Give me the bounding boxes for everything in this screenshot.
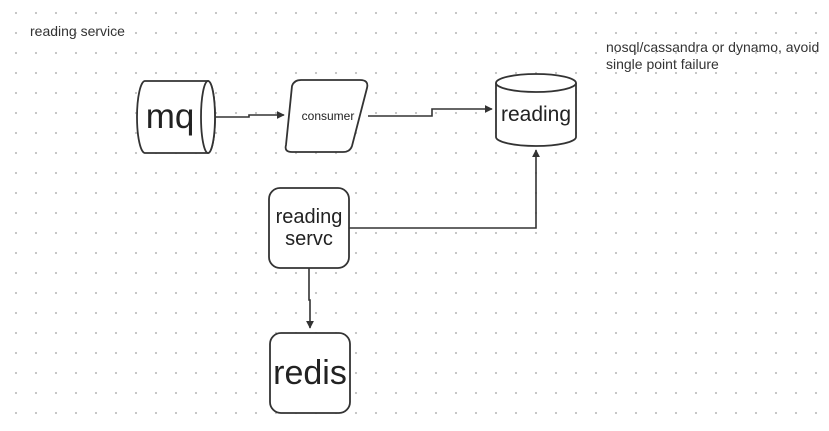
annotation-note[interactable]: nosql/cassandra or dynamo, avoid single … <box>606 39 820 72</box>
node-consumer[interactable] <box>284 79 369 153</box>
edge-reading-servc-to-reading[interactable] <box>349 149 540 229</box>
node-reading-db[interactable] <box>495 73 577 147</box>
reading-db-label: reading <box>500 103 572 127</box>
reading-servc-label: reading servc <box>275 205 343 250</box>
consumer-label: consumer <box>301 109 355 124</box>
edge-consumer-to-reading[interactable] <box>368 105 493 117</box>
edge-reading-servc-to-redis[interactable] <box>306 268 314 329</box>
diagram-title[interactable]: reading service <box>30 23 125 39</box>
node-reading-servc[interactable] <box>268 187 350 269</box>
node-redis[interactable] <box>269 332 351 414</box>
edge-mq-to-consumer[interactable] <box>215 111 285 119</box>
redis-label: redis <box>273 353 347 392</box>
mq-label: mq <box>145 97 195 137</box>
node-mq[interactable] <box>136 80 216 154</box>
